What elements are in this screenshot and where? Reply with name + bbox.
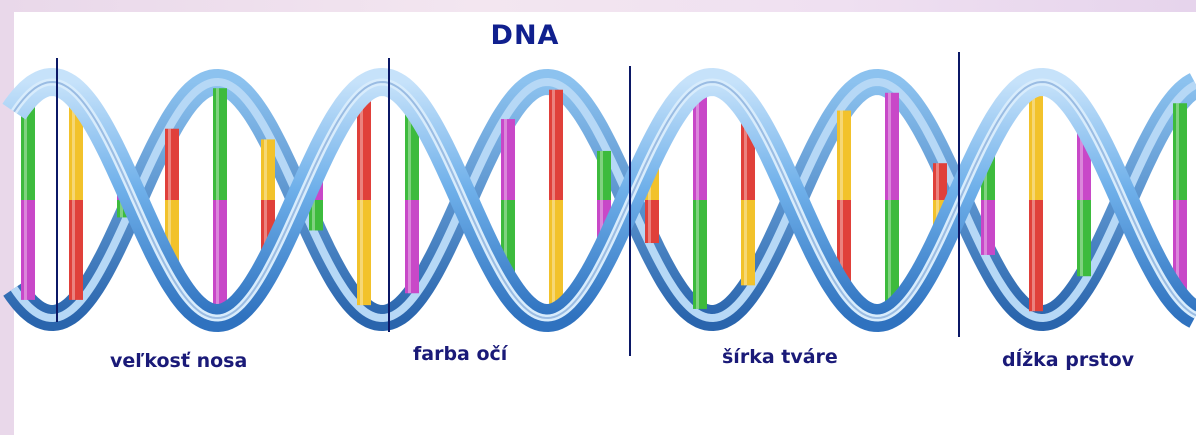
- base-pair-bottom: [21, 200, 35, 300]
- base-pair-shine: [1080, 124, 1083, 276]
- base-pair-shine: [696, 91, 699, 309]
- base-pair-top: [933, 163, 947, 200]
- base-pair-bottom: [69, 200, 83, 300]
- base-pair-shine: [360, 95, 363, 305]
- gene-label-face-width: šírka tváre: [722, 346, 838, 368]
- base-pair-bottom: [693, 200, 707, 309]
- base-pair-shine: [1032, 89, 1035, 311]
- base-pair-bottom: [549, 200, 563, 310]
- base-pair-shine: [72, 100, 75, 300]
- base-pair-top: [597, 151, 611, 200]
- base-pair-shine: [888, 93, 891, 307]
- gene-label-nose-size: veľkosť nosa: [110, 350, 247, 372]
- base-pair-top: [693, 91, 707, 200]
- base-pair-top: [501, 119, 515, 200]
- base-pair-bottom: [1077, 200, 1091, 276]
- base-pair-top: [213, 88, 227, 200]
- base-pair-bottom: [213, 200, 227, 312]
- base-pair-bottom: [981, 200, 995, 255]
- base-pair-shine: [552, 90, 555, 311]
- base-pair-shine: [744, 115, 747, 286]
- base-pair-top: [165, 129, 179, 200]
- base-pair-top: [1173, 103, 1187, 200]
- base-pair-top: [549, 90, 563, 200]
- base-pair-bottom: [645, 200, 659, 243]
- base-pair-top: [1029, 89, 1043, 200]
- base-pair-shine: [840, 111, 843, 290]
- gene-label-finger-length: dĺžka prstov: [1002, 349, 1134, 371]
- gene-label-eye-color: farba očí: [413, 343, 507, 365]
- base-pair-bottom: [405, 200, 419, 293]
- base-pair-bottom: [741, 200, 755, 285]
- base-pair-top: [885, 93, 899, 200]
- base-pair-shine: [24, 100, 27, 300]
- base-pair-shine: [1176, 103, 1179, 296]
- base-pair-shine: [408, 107, 411, 294]
- base-pair-shine: [216, 88, 219, 312]
- base-pair-top: [261, 139, 275, 200]
- base-pair-bottom: [357, 200, 371, 305]
- base-pair-bottom: [1029, 200, 1043, 311]
- base-pair-top: [837, 111, 851, 200]
